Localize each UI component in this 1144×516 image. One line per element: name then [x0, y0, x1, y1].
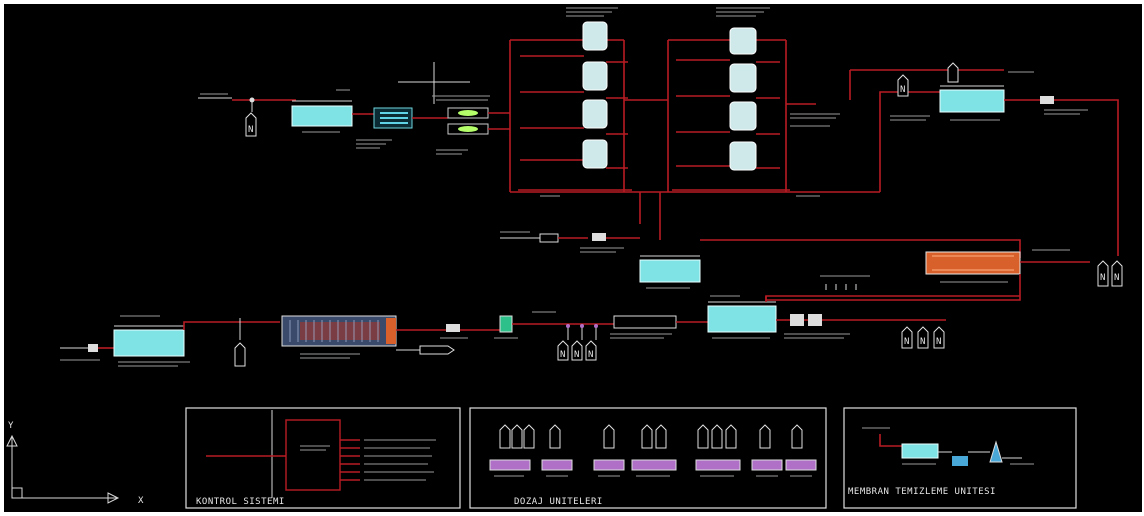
axis-x-letter: X [138, 496, 144, 506]
svg-text:N: N [936, 337, 942, 347]
svg-text:N: N [904, 337, 910, 347]
membrane-bioreactor [281, 315, 500, 359]
inlet-line [198, 97, 296, 112]
svg-text:N: N [1100, 273, 1106, 283]
ucs-axes-icon: Y X [6, 421, 144, 506]
membrane-cleaning-title: MEMBRAN TEMIZLEME UNITESI [848, 487, 996, 497]
control-system-title: KONTROL SISTEMI [196, 497, 285, 507]
dosing-units-panel: DOZAJ UNITELERI [469, 407, 827, 509]
svg-text:N: N [248, 125, 254, 135]
dosing-units-frame [469, 407, 827, 509]
feed-drum [234, 318, 246, 367]
ion-exchange-train-2 [667, 7, 790, 192]
ion-exchange-train-1 [509, 7, 632, 192]
heat-exchanger-right [765, 249, 1090, 301]
bottom-dosing-drums: N N N [557, 324, 598, 361]
raw-water-tank [291, 105, 353, 127]
control-system-panel: KONTROL SISTEMI [185, 407, 461, 509]
membrane-cleaning-frame [843, 407, 1077, 509]
uv-units [412, 95, 510, 155]
filter-cartridge-bank [352, 107, 413, 149]
train-interconnect [510, 99, 880, 240]
membrane-cleaning-panel: MEMBRAN TEMIZLEME UNITESI [843, 407, 1077, 509]
feed-tank [60, 315, 280, 367]
crosshair-marker [398, 62, 470, 104]
svg-text:N: N [588, 350, 594, 360]
svg-text:N: N [574, 350, 580, 360]
main-ro-tank: N N N [610, 295, 1020, 349]
svg-text:N: N [900, 85, 906, 95]
svg-text:N: N [1114, 273, 1120, 283]
permeate-line [440, 311, 614, 339]
product-water-section: N N N [849, 62, 1123, 287]
chemical-drum: N [245, 112, 257, 137]
tiny-labels-top-left [200, 89, 350, 133]
svg-text:N: N [920, 337, 926, 347]
control-system-frame [185, 407, 461, 509]
svg-text:N: N [560, 350, 566, 360]
dosing-units-title: DOZAJ UNITELERI [514, 497, 603, 507]
axis-y-letter: Y [8, 421, 14, 431]
